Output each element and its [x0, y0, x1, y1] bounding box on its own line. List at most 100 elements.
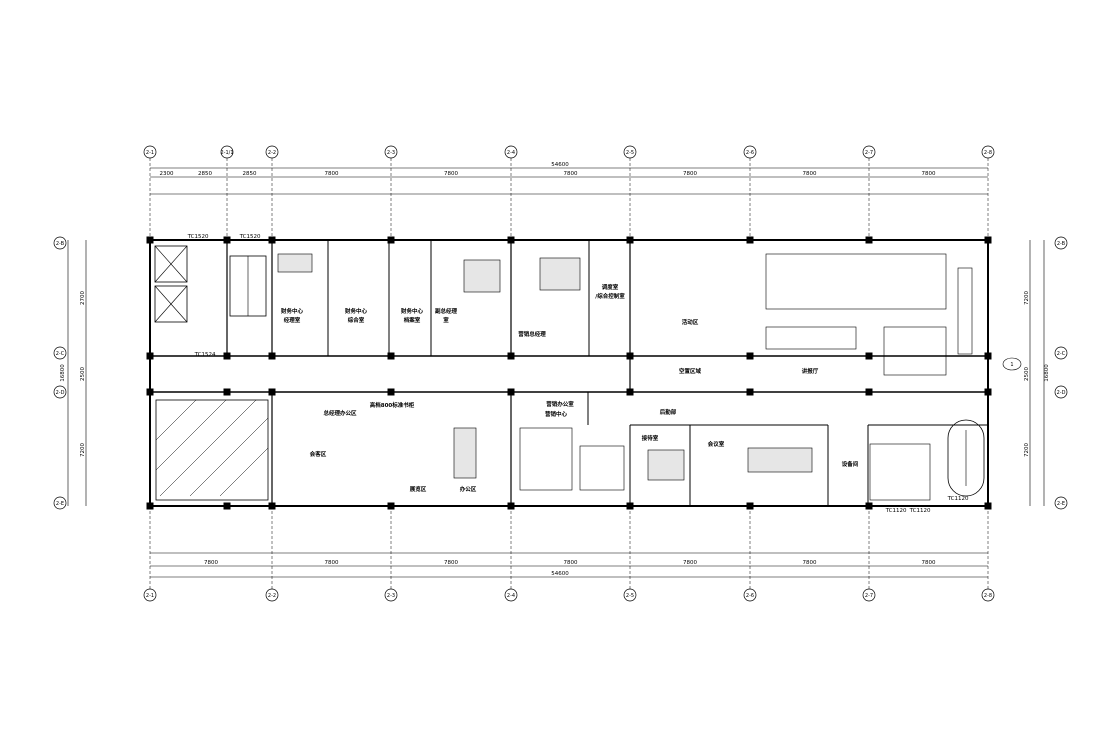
left-depth-top: 2700 — [80, 291, 86, 305]
structural-column — [984, 388, 992, 396]
structural-column — [268, 502, 276, 510]
room-deputy-gm-line1: 副总经理 — [435, 307, 458, 315]
structural-column — [507, 236, 515, 244]
right-depth-top: 7200 — [1024, 291, 1030, 305]
room-tag-text: 1 — [1010, 362, 1013, 368]
room-logistics: 后勤部 — [660, 408, 677, 416]
structural-column — [984, 502, 992, 510]
structural-column — [984, 236, 992, 244]
bottom-segment-dim: 7800 — [204, 560, 218, 566]
room-lecture-hall: 讲报厅 — [802, 367, 819, 375]
room-finance-general-line2: 综合室 — [348, 316, 365, 324]
axis-bubble-side — [1054, 236, 1068, 250]
overall-depth-left: 16800 — [60, 364, 66, 382]
axis-label-top: 2-5 — [626, 150, 634, 156]
left-depth-bottom: 7200 — [80, 443, 86, 457]
axis-label-side: 2-C — [56, 351, 65, 357]
axis-label-top: 2-4 — [507, 150, 515, 156]
axis-label-bottom: 2-8 — [984, 593, 992, 599]
structural-column — [626, 352, 634, 360]
axis-label-side: 2-B — [56, 241, 65, 247]
window-tag-3: TC1524 — [194, 352, 216, 358]
axis-bubble-side — [1054, 385, 1068, 399]
window-tag-4: TC1120 — [885, 508, 907, 514]
room-open-area: 空置区域 — [679, 367, 702, 375]
axis-label-bottom: 2-5 — [626, 593, 634, 599]
plan-geometry — [67, 167, 1045, 578]
room-finance-manager-line1: 财务中心 — [280, 307, 304, 315]
room-small-room: 接待室 — [642, 434, 659, 442]
structural-column — [746, 352, 754, 360]
structural-column — [746, 388, 754, 396]
room-deputy-gm-line2: 室 — [443, 316, 449, 324]
structural-column — [146, 352, 154, 360]
structural-column — [507, 352, 515, 360]
axis-label-top: 2-2 — [268, 150, 276, 156]
room-activity-area: 活动区 — [682, 318, 699, 326]
structural-column — [865, 502, 873, 510]
structural-column — [268, 388, 276, 396]
structural-column — [223, 352, 231, 360]
structural-column — [746, 502, 754, 510]
structural-column — [984, 352, 992, 360]
top-segment-dim: 2850 — [243, 171, 257, 177]
top-segment-dim: 7800 — [922, 171, 936, 177]
room-finance-general-line1: 财务中心 — [344, 307, 368, 315]
bottom-segment-dim: 7800 — [444, 560, 458, 566]
top-segment-dim: 7800 — [444, 171, 458, 177]
top-segment-dim: 2300 — [160, 171, 174, 177]
axis-label-top: 2-1/1 — [220, 150, 233, 156]
axis-label-side: 2-D — [1057, 390, 1066, 396]
room-office-area: 办公区 — [460, 485, 477, 493]
bottom-segment-dim: 7800 — [564, 560, 578, 566]
top-segment-dim: 7800 — [564, 171, 578, 177]
room-marketing-office-line2: 营销中心 — [545, 410, 568, 418]
axis-label-top: 2-1 — [146, 150, 154, 156]
axis-label-bottom: 2-4 — [507, 593, 515, 599]
room-gm-office: 总经理办公区 — [323, 409, 357, 417]
axis-bubble-side — [53, 236, 67, 250]
axis-label-bottom: 2-7 — [865, 593, 873, 599]
structural-column — [865, 352, 873, 360]
room-marketing-gm: 营销总经理 — [518, 330, 546, 338]
room-dispatch-line2: /综合控制室 — [595, 292, 625, 300]
axis-label-top: 2-8 — [984, 150, 992, 156]
structural-column — [387, 236, 395, 244]
room-dispatch-line1: 调度室 — [602, 283, 619, 291]
axis-bubble-side — [53, 346, 67, 360]
structural-column — [146, 236, 154, 244]
structural-column — [507, 388, 515, 396]
window-tag-6: TC1120 — [947, 496, 969, 502]
room-display-area: 展览区 — [410, 485, 427, 493]
right-depth-bottom: 7200 — [1024, 443, 1030, 457]
axis-label-side: 2-C — [1057, 351, 1066, 357]
top-segment-dim: 7800 — [683, 171, 697, 177]
room-finance-archive-line1: 财务中心 — [400, 307, 424, 315]
axis-label-top: 2-6 — [746, 150, 754, 156]
axis-bubble-side — [1054, 346, 1068, 360]
axis-label-side: 2-E — [1057, 501, 1065, 507]
axis-label-side: 2-B — [1057, 241, 1066, 247]
bottom-segment-dim: 7800 — [683, 560, 697, 566]
structural-column — [746, 236, 754, 244]
axis-bubble-side — [53, 496, 67, 510]
structural-column — [146, 502, 154, 510]
structural-column — [268, 236, 276, 244]
window-tag-1: TC1520 — [187, 234, 209, 240]
structural-column — [223, 388, 231, 396]
axis-label-bottom: 2-1 — [146, 593, 154, 599]
overall-length-bottom: 54600 — [551, 571, 569, 577]
axis-label-bottom: 2-6 — [746, 593, 754, 599]
axis-label-bottom: 2-3 — [387, 593, 395, 599]
window-tag-5: TC1120 — [909, 508, 931, 514]
bottom-segment-dim: 7800 — [922, 560, 936, 566]
axis-label-side: 2-D — [56, 390, 65, 396]
structural-column — [268, 352, 276, 360]
bottom-segment-dim: 7800 — [803, 560, 817, 566]
left-depth-mid: 2500 — [80, 367, 86, 381]
structural-column — [387, 352, 395, 360]
dimension-labels: 54600 54600 16800 16800 7200 2500 7200 2… — [60, 162, 1050, 577]
room-finance-archive-line2: 档案室 — [403, 316, 421, 324]
